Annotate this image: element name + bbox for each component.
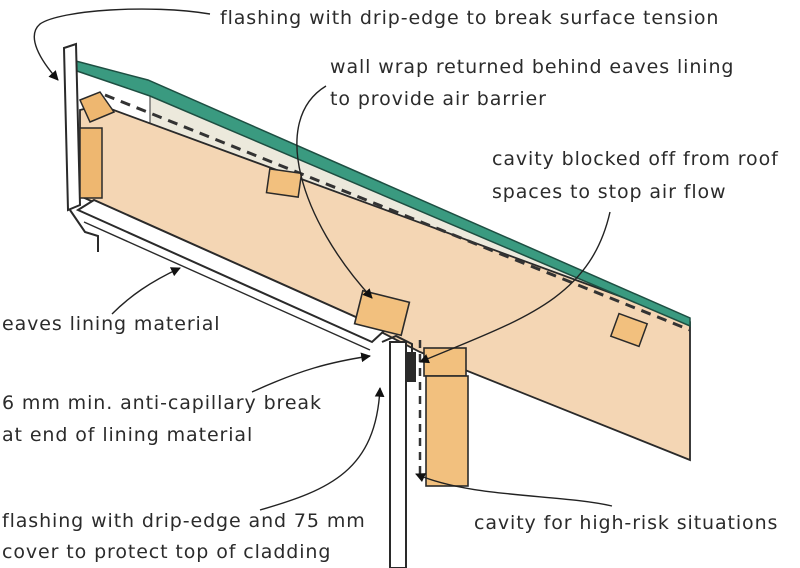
batten-lower xyxy=(609,312,649,348)
leader-wall-wrap xyxy=(296,85,373,299)
label-flashing-top: flashing with drip-edge to break surface… xyxy=(220,7,720,29)
fascia-board xyxy=(62,42,82,212)
fascia-batten-upper xyxy=(78,91,116,123)
label-flashing-bottom-line1: flashing with drip-edge and 75 mm xyxy=(2,510,366,532)
leader-eaves-lining xyxy=(111,267,181,315)
label-cavity-blocked-line2: spaces to stop air flow xyxy=(492,181,727,203)
fascia-batten-lower xyxy=(79,127,103,199)
fascia-drip-edge xyxy=(69,209,99,252)
label-wall-wrap-line2: to provide air barrier xyxy=(330,88,547,110)
leader-flashing-bottom xyxy=(259,387,385,511)
leader-anti-capillary xyxy=(251,352,371,393)
label-anti-capillary-line1: 6 mm min. anti-capillary break xyxy=(2,392,322,414)
label-flashing-bottom-line2: cover to protect top of cladding xyxy=(2,541,332,563)
wall-cladding xyxy=(389,341,407,568)
label-cavity-high-risk: cavity for high-risk situations xyxy=(474,512,779,534)
cladding-flashing xyxy=(381,334,413,380)
label-anti-capillary-line2: at end of lining material xyxy=(2,424,254,446)
label-cavity-blocked-line1: cavity blocked off from roof xyxy=(492,148,779,170)
cavity-blocking xyxy=(353,289,411,337)
label-eaves-lining: eaves lining material xyxy=(2,313,221,335)
batten-mid xyxy=(265,168,303,198)
label-wall-wrap-line1: wall wrap returned behind eaves lining xyxy=(330,56,735,78)
roof-underlay xyxy=(104,93,691,332)
leader-cavity-high-risk xyxy=(415,473,613,507)
leader-cavity-blocked xyxy=(419,211,611,364)
leader-flashing-top xyxy=(33,8,211,81)
wall-stud xyxy=(425,375,469,487)
